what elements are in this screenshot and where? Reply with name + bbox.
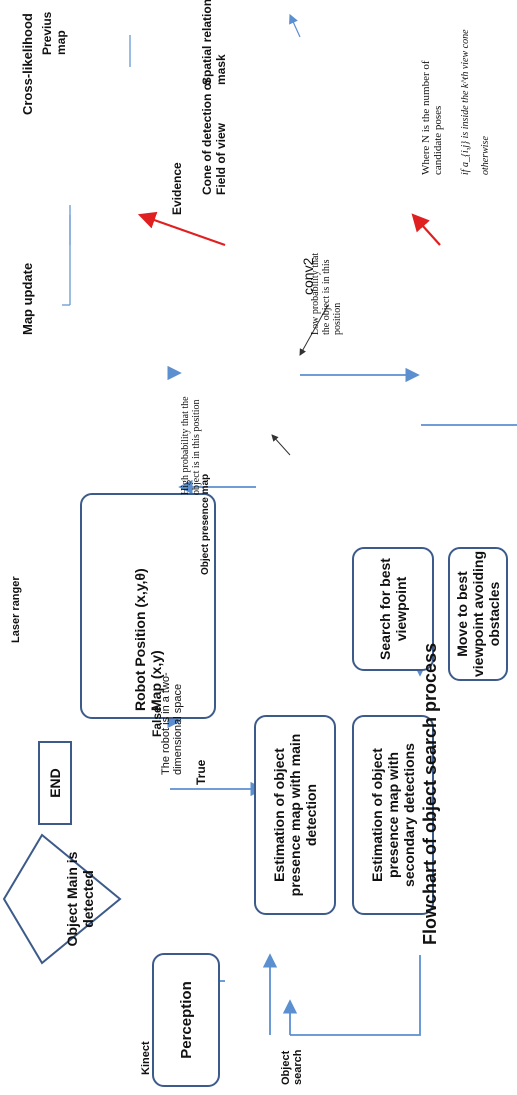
map-update-label: Map update xyxy=(20,262,35,335)
kinect-label: Kinect xyxy=(140,1041,152,1075)
robot-position-box: Robot Position (x,y,θ) Map (x,y) xyxy=(80,493,216,719)
move-viewpoint-label: Move to best viewpoint avoiding obstacle… xyxy=(454,551,502,678)
end-box: END xyxy=(38,741,72,825)
robot-position-label: Robot Position (x,y,θ) xyxy=(132,568,148,711)
high-prob-note: High probability that the object is in t… xyxy=(180,396,202,495)
main-detection-box: Estimation of object presence map with m… xyxy=(254,715,336,915)
red-arrow-cross-likelihood xyxy=(137,211,226,247)
decision-diamond-shape xyxy=(2,833,122,965)
cone-detection-label: Cone of detection or Field of view xyxy=(200,78,228,195)
where-n-note: Where N is the number of candidate poses xyxy=(420,60,444,175)
two-dim-space-note: The robot is in a two-dimensional space xyxy=(160,672,184,775)
high-prob-pointer xyxy=(271,434,291,456)
evidence-label: Evidence xyxy=(170,162,184,215)
flowchart-title: Flowchart of object search process xyxy=(420,642,440,945)
low-prob-pointer xyxy=(299,304,329,356)
true-label: True xyxy=(194,759,208,785)
previous-map-label: Previus map xyxy=(40,11,68,55)
red-arrow-argmax xyxy=(411,213,441,246)
v-cond1: if a_{i,j} is inside the k^th view cone xyxy=(460,29,471,175)
spatial-relation-pointer xyxy=(289,13,301,38)
secondary-detection-label: Estimation of object presence map with s… xyxy=(369,743,417,887)
perception-box: Perception xyxy=(152,953,220,1087)
move-viewpoint-box: Move to best viewpoint avoiding obstacle… xyxy=(448,547,508,681)
main-detection-label: Estimation of object presence map with m… xyxy=(271,733,319,897)
v-cond2: otherwise xyxy=(480,136,491,175)
cross-likelihood-label: Cross-likelihood xyxy=(20,13,35,115)
laser-ranger-label: Laser ranger xyxy=(10,576,22,643)
move-to-perception-loop xyxy=(290,955,421,1036)
conv2-label: conv2 xyxy=(300,257,316,295)
perception-label: Perception xyxy=(177,981,195,1059)
decision-diamond: Object Main is detected xyxy=(38,839,122,959)
search-viewpoint-label: Search for best viewpoint xyxy=(377,558,409,660)
spatial-relation-label: Spatial relation mask xyxy=(200,0,228,85)
end-label: END xyxy=(47,768,63,798)
decision-label: Object Main is detected xyxy=(64,851,96,947)
object-search-label: Object search xyxy=(280,1049,304,1085)
